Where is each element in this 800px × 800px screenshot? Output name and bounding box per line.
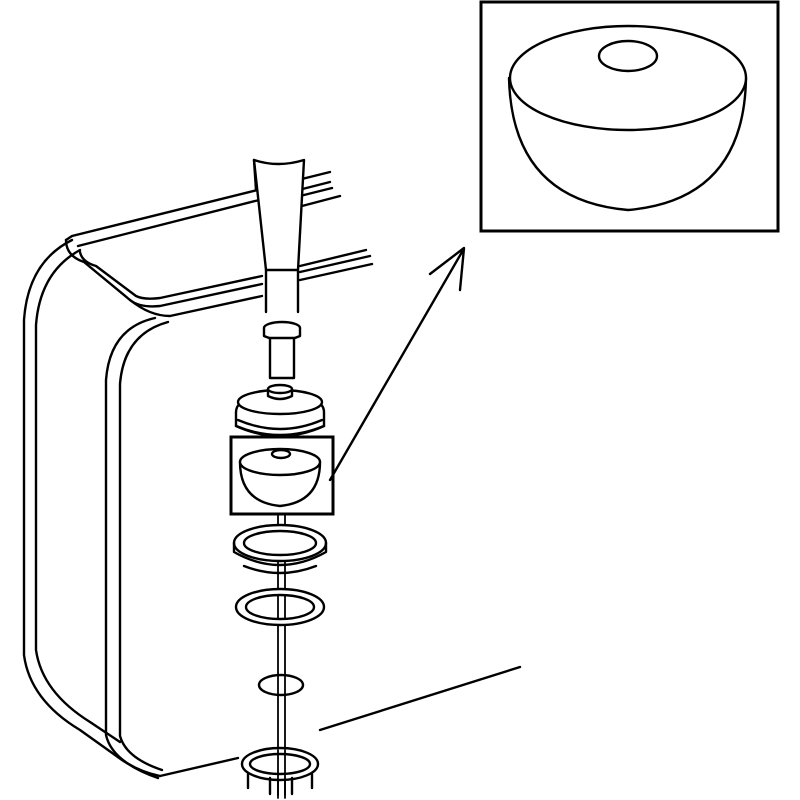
- callout-arrow: [328, 246, 466, 482]
- seal-gasket: [232, 523, 328, 575]
- o-ring-large: [234, 587, 326, 627]
- hemispherical-float-icon: [507, 24, 748, 212]
- bottom-strainer: [240, 746, 320, 799]
- float-part: [238, 447, 322, 508]
- connector-ring: [262, 320, 302, 380]
- tank-body: [22, 170, 522, 780]
- filler-pipe: [252, 158, 306, 314]
- detail-inset: [479, 0, 780, 233]
- cap-assembly: [234, 383, 326, 438]
- o-ring-small: [257, 673, 305, 697]
